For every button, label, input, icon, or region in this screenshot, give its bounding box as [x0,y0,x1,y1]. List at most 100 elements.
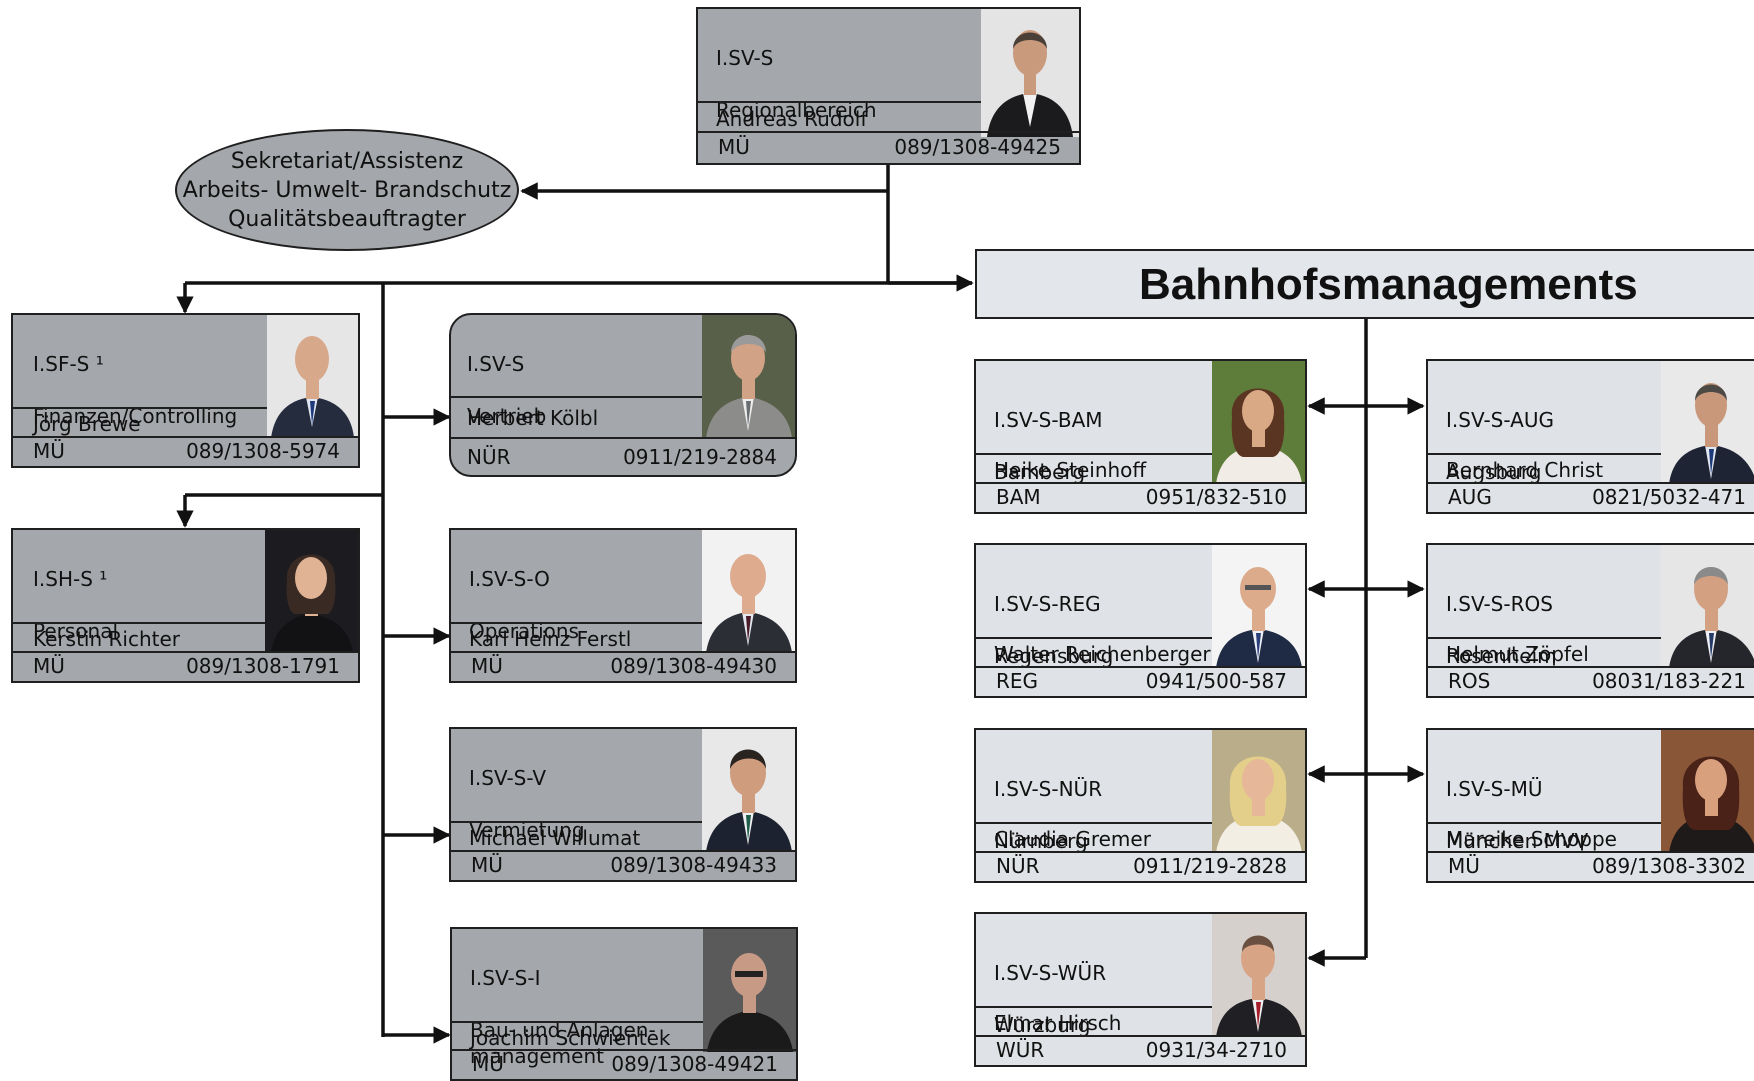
unit-card-operations: I.SV-S-O Operations Karl Heinz Ferstl MÜ… [449,528,797,683]
station-code: I.SV-S-WÜR [994,961,1107,985]
unit-loc: MÜ [33,654,65,678]
station-loc: REG [996,669,1039,693]
unit-code: I.SV-S-I [470,966,541,990]
unit-card-rental: I.SV-S-V Vermietung Michael Willumat MÜ … [449,727,797,882]
station-name: Bamberg [994,460,1086,484]
person-photo [703,929,796,1052]
unit-footer: MÜ 089/1308-49433 [451,850,795,880]
station-phone: 0911/219-2828 [1133,854,1287,878]
station-footer: MÜ 089/1308-3302 [1428,851,1754,881]
person-photo [1212,914,1305,1037]
station-loc: MÜ [1448,854,1480,878]
unit-name: Vertrieb [467,404,547,428]
person-name: Karl Heinz Ferstl [451,622,704,653]
person-name: Joachim Schwientek [452,1021,705,1052]
person-name: Herbert Kölbl [451,396,704,438]
station-phone: 0931/34-2710 [1145,1038,1287,1062]
unit-phone: 089/1308-49430 [610,654,777,678]
unit-phone: 089/1308-5974 [186,439,340,463]
station-header: I.SV-S-AUG Augsburg [1428,361,1663,484]
station-card-wuerzburg: I.SV-S-WÜR Würzburg Elmar Hirsch WÜR 093… [974,912,1307,1067]
station-phone: 0821/5032-471 [1592,485,1746,509]
station-header: I.SV-S-ROS Rosenheim [1428,545,1663,668]
station-loc: NÜR [996,854,1040,878]
unit-loc: MÜ [33,439,65,463]
unit-card-personnel: I.SH-S ¹ Personal Kerstin Richter MÜ 089… [11,528,360,683]
unit-loc: MÜ [472,1052,504,1076]
head-loc: MÜ [718,135,750,159]
unit-header: I.SV-S-O Operations [451,530,704,643]
station-loc: AUG [1448,485,1492,509]
unit-card-construction: I.SV-S-I Bau- und Anlagen- management Jo… [450,927,798,1081]
station-card-regensburg: I.SV-S-REG Regensburg Walter Reichenberg… [974,543,1307,698]
station-header: I.SV-S-MÜ München MVV [1428,730,1663,853]
staff-line-3: Qualitätsbeauftragter [228,206,466,232]
station-footer: REG 0941/500-587 [976,666,1305,696]
unit-loc: MÜ [471,654,503,678]
station-name: Augsburg [1446,460,1542,484]
station-header: I.SV-S-WÜR Würzburg [976,914,1214,1037]
station-code: I.SV-S-AUG [1446,408,1554,432]
person-name: Elmar Hirsch [976,1006,1214,1037]
station-phone: 089/1308-3302 [1592,854,1746,878]
person-name: Heike Steinhoff [976,453,1214,484]
head-code: I.SV-S [716,46,774,70]
person-photo [702,315,795,438]
person-photo [1212,545,1305,668]
station-name: Rosenheim [1446,644,1557,668]
unit-footer: MÜ 089/1308-1791 [13,651,358,681]
unit-code: I.SF-S ¹ [33,352,104,376]
station-code: I.SV-S-MÜ [1446,777,1543,801]
unit-code: I.SH-S ¹ [33,567,108,591]
station-code: I.SV-S-ROS [1446,592,1553,616]
head-header: I.SV-S Regionalbereich [698,9,981,122]
head-card: I.SV-S Regionalbereich Andreas Rudolf MÜ… [696,7,1081,165]
person-name: Claudia Gremer [976,822,1214,853]
person-name: Jörg Brewe [13,407,268,438]
station-header: I.SV-S-BAM Bamberg [976,361,1214,484]
station-name: München MVV [1446,829,1589,853]
stations-banner-title: Bahnhofsmanagements [1139,260,1638,309]
station-loc: BAM [996,485,1041,509]
staff-line-2: Arbeits- Umwelt- Brandschutz [182,177,512,203]
station-name: Würzburg [994,1013,1091,1037]
station-phone: 0951/832-510 [1145,485,1287,509]
unit-footer: MÜ 089/1308-49421 [452,1049,796,1079]
person-name: Bernhard Christ [1428,453,1663,484]
person-name: Michael Willumat [451,821,704,852]
station-loc: ROS [1448,669,1491,693]
unit-footer: MÜ 089/1308-49430 [451,651,795,681]
stations-banner: Bahnhofsmanagements [975,249,1754,319]
person-photo [1212,361,1305,484]
person-name: Walter Reichenberger [976,637,1214,668]
station-footer: WÜR 0931/34-2710 [976,1035,1305,1065]
unit-code: I.SV-S-V [469,766,547,790]
head-footer: MÜ 089/1308-49425 [698,131,1079,163]
station-footer: BAM 0951/832-510 [976,482,1305,512]
head-phone: 089/1308-49425 [894,135,1061,159]
station-header: I.SV-S-NÜR Nürnberg [976,730,1214,853]
person-photo [1661,545,1754,668]
person-photo [1212,730,1305,853]
station-card-nuernberg: I.SV-S-NÜR Nürnberg Claudia Gremer NÜR 0… [974,728,1307,883]
person-name: Kerstin Richter [13,622,266,653]
station-footer: NÜR 0911/219-2828 [976,851,1305,881]
unit-loc: MÜ [471,853,503,877]
head-photo [981,9,1079,137]
station-card-rosenheim: I.SV-S-ROS Rosenheim Helmut Zöpfel ROS 0… [1426,543,1754,698]
station-phone: 0941/500-587 [1145,669,1287,693]
person-photo [702,729,795,852]
unit-code: I.SV-S-O [469,567,550,591]
station-code: I.SV-S-NÜR [994,777,1103,801]
unit-phone: 089/1308-49421 [611,1052,778,1076]
station-card-augsburg: I.SV-S-AUG Augsburg Bernhard Christ AUG … [1426,359,1754,514]
station-header: I.SV-S-REG Regensburg [976,545,1214,668]
station-code: I.SV-S-BAM [994,408,1103,432]
person-photo [702,530,795,653]
station-card-bamberg: I.SV-S-BAM Bamberg Heike Steinhoff BAM 0… [974,359,1307,514]
unit-header: I.SV-S-V Vermietung [451,729,704,842]
station-loc: WÜR [996,1038,1045,1062]
unit-footer: NÜR 0911/219-2884 [451,437,795,475]
unit-loc: NÜR [467,445,511,469]
